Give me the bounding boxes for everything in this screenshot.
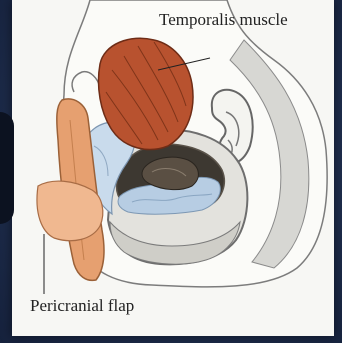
deep-structure: [142, 157, 198, 189]
pericranial-label: Pericranial flap: [30, 296, 134, 316]
surgical-diagram: [12, 0, 334, 336]
skin-flap: [37, 181, 103, 241]
temporalis-label: Temporalis muscle: [159, 10, 288, 30]
